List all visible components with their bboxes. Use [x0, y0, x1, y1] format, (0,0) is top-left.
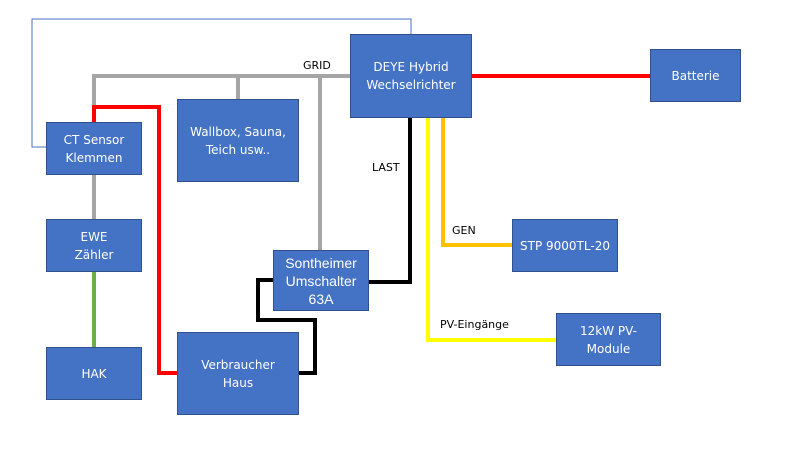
- stp-inverter-box[interactable]: STP 9000TL-20: [512, 219, 618, 272]
- last-label: LAST: [372, 161, 400, 174]
- inverter-label: DEYE Hybrid Wechselrichter: [366, 60, 456, 92]
- switch-label: Sontheimer Umschalter 63A: [285, 254, 357, 307]
- stp-label: STP 9000TL-20: [520, 238, 610, 253]
- inverter-box[interactable]: DEYE Hybrid Wechselrichter: [350, 34, 472, 118]
- gen-label: GEN: [452, 224, 476, 237]
- load-line: [369, 118, 412, 284]
- meter-label: EWE Zähler: [74, 229, 114, 262]
- ct-sensor-label: CT Sensor Klemmen: [63, 132, 125, 165]
- meter-box[interactable]: EWE Zähler: [46, 219, 142, 272]
- ct-sensor-box[interactable]: CT Sensor Klemmen: [46, 122, 142, 175]
- pv-label: 12kW PV- Module: [580, 323, 637, 356]
- ct-signal-line: [31, 18, 412, 148]
- battery-label: Batterie: [671, 68, 720, 83]
- gen-line: [441, 118, 512, 247]
- switch-box[interactable]: Sontheimer Umschalter 63A: [273, 250, 369, 311]
- house-label: Verbraucher Haus: [201, 357, 275, 390]
- switch-house-line: [256, 278, 317, 375]
- battery-box[interactable]: Batterie: [650, 49, 741, 102]
- wallbox-label: Wallbox, Sauna, Teich usw..: [190, 124, 286, 157]
- pv-line: [426, 118, 556, 342]
- pv-inputs-label: PV-Eingänge: [440, 318, 509, 331]
- hak-label: HAK: [81, 366, 107, 381]
- house-feed-line: [92, 105, 178, 375]
- house-box[interactable]: Verbraucher Haus: [177, 332, 299, 415]
- hak-box[interactable]: HAK: [46, 347, 142, 400]
- pv-modules-box[interactable]: 12kW PV- Module: [556, 313, 661, 366]
- wallbox-box[interactable]: Wallbox, Sauna, Teich usw..: [177, 99, 299, 182]
- grid-label: GRID: [303, 59, 331, 72]
